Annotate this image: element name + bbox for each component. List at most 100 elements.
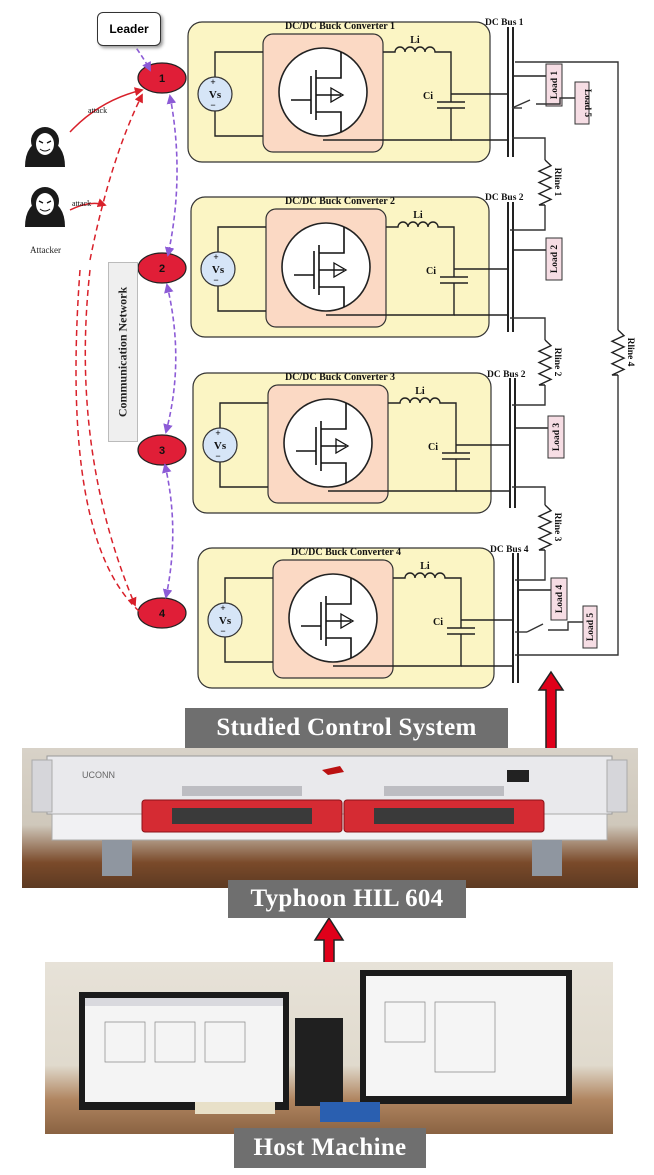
studied-control-system-banner: Studied Control System	[185, 708, 508, 748]
inductor-label: Li	[415, 386, 425, 397]
communication-network-label: Communication Network	[115, 286, 130, 418]
leader-to-node1-arrow	[131, 41, 151, 72]
agent-node-label: 3	[159, 445, 165, 457]
line-resistors: Rline 1 Rline 2 Rline 3 Rline 4	[537, 159, 635, 551]
typhoon-hil-banner: Typhoon HIL 604	[228, 880, 466, 918]
host-machine-drawing	[79, 970, 572, 1122]
voltage-source	[202, 427, 238, 463]
capacitor-label: Ci	[423, 91, 433, 102]
communication-network-box: Communication Network	[108, 262, 138, 442]
rline-2-label: Rline 2	[552, 348, 562, 377]
svg-text:−: −	[215, 451, 220, 461]
source-label: Vs	[219, 615, 232, 627]
agent-node-label: 1	[159, 73, 165, 85]
dc-bus-bar	[509, 378, 516, 508]
load-box	[545, 237, 563, 281]
mosfet-symbol	[281, 222, 371, 312]
agent-node-4	[137, 597, 187, 629]
svg-text:+: +	[213, 252, 218, 262]
agent-node-label: 4	[159, 608, 166, 620]
mosfet-symbol	[278, 47, 368, 137]
agent-node-2	[137, 252, 187, 284]
attacker-icon-bottom	[25, 187, 65, 227]
load-5-bottom: Load 5	[582, 605, 598, 649]
rline-3-resistor	[537, 504, 553, 551]
inductor	[393, 572, 462, 628]
attack-arrow-1	[69, 87, 144, 133]
svg-text:+: +	[215, 428, 220, 438]
bus-wiring	[510, 61, 619, 656]
communication-links	[131, 41, 178, 599]
hil-device-photo: UCONN	[22, 748, 638, 888]
load-label: Load 3	[552, 423, 562, 451]
node3-node4-link	[162, 463, 174, 599]
inductor-label: Li	[413, 210, 423, 221]
converter-title: DC/DC Buck Converter 2	[285, 196, 395, 207]
voltage-source	[197, 76, 233, 112]
dc-bus-label: DC Bus 2	[485, 193, 524, 203]
attack-dash-to-4	[84, 269, 137, 607]
source-label: Vs	[209, 89, 222, 101]
converter-title: DC/DC Buck Converter 1	[285, 21, 395, 32]
rline-1-label: Rline 1	[552, 168, 562, 197]
inductor	[386, 221, 455, 277]
host-machine-banner: Host Machine	[234, 1128, 426, 1168]
load-box	[547, 415, 565, 459]
dc-bus-label: DC Bus 4	[490, 545, 529, 555]
rline-4-label: Rline 4	[625, 338, 635, 367]
attack-dash-to-3	[75, 269, 141, 613]
capacitor-label: Ci	[428, 442, 438, 453]
svg-text:−: −	[213, 275, 218, 285]
rline-2-resistor	[537, 339, 553, 386]
capacitor-label: Ci	[433, 617, 443, 628]
hil-device-drawing: UCONN	[31, 755, 628, 876]
load-box	[550, 577, 568, 621]
leader-box: Leader	[97, 12, 161, 46]
voltage-source	[200, 251, 236, 287]
mosfet-symbol	[283, 398, 373, 488]
dc-bus-label: DC Bus 2	[487, 370, 526, 380]
inductor	[388, 397, 457, 453]
svg-text:−: −	[220, 626, 225, 636]
attack-label-1: attack	[88, 106, 107, 115]
dc-bus-label: DC Bus 1	[485, 18, 524, 28]
hil-brand-text: UCONN	[82, 770, 115, 780]
attack-label-2: attack	[72, 199, 91, 208]
rline-3-label: Rline 3	[552, 513, 562, 542]
load-box	[545, 63, 563, 107]
dc-bus-bar	[507, 202, 514, 332]
svg-text:−: −	[210, 100, 215, 110]
rline-4-resistor	[610, 329, 626, 376]
dc-bus-bar	[512, 553, 519, 683]
source-label: Vs	[214, 440, 227, 452]
dc-bus-bar	[507, 27, 514, 157]
rline-1-resistor	[537, 159, 553, 206]
svg-text:+: +	[210, 77, 215, 87]
inductor-label: Li	[420, 561, 430, 572]
node1-node2-link	[164, 94, 178, 257]
inductor-label: Li	[410, 35, 420, 46]
attacker-icon-top	[25, 127, 65, 167]
load-5-top-label: Load 5	[582, 89, 592, 117]
host-machine-photo	[45, 962, 613, 1134]
attacker-label: Attacker	[30, 245, 61, 255]
load-label: Load 4	[555, 585, 565, 613]
converter-title: DC/DC Buck Converter 4	[291, 547, 401, 558]
capacitor-label: Ci	[426, 266, 436, 277]
load-5-bottom-label: Load 5	[586, 613, 596, 641]
mosfet-symbol	[288, 573, 378, 663]
converter-title: DC/DC Buck Converter 3	[285, 372, 395, 383]
source-label: Vs	[212, 264, 225, 276]
node2-node3-link	[163, 283, 177, 434]
load-5-top: Load 5	[574, 81, 592, 125]
attack-dash-to-1	[89, 93, 143, 261]
voltage-source	[207, 602, 243, 638]
inductor	[383, 46, 452, 102]
attack-arrow-2	[69, 198, 107, 211]
load-label: Load 2	[550, 245, 560, 273]
